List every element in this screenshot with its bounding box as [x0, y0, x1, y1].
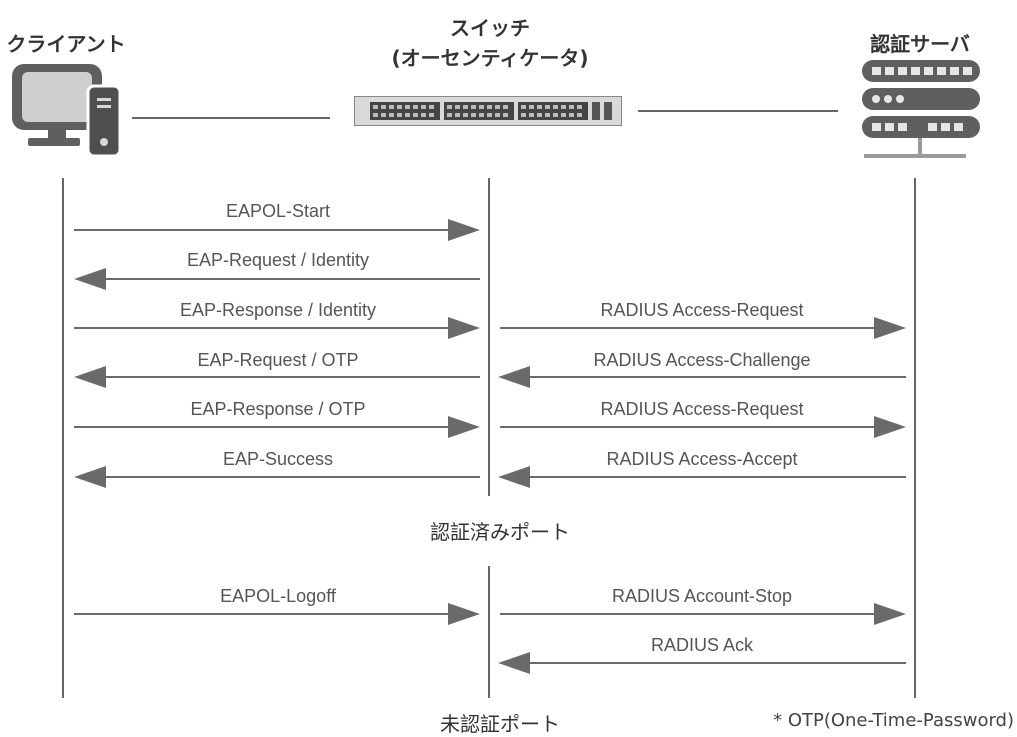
message-label: EAP-Success [222, 449, 334, 469]
client-switch-link [132, 117, 330, 119]
message-arrow [74, 268, 480, 290]
message-arrow [74, 416, 480, 438]
message-label: EAP-Response / Identity [179, 300, 377, 320]
unauthorized-port-label: 未認証ポート [440, 712, 560, 736]
message-label: RADIUS Access-Request [600, 399, 804, 419]
message-arrow [74, 466, 480, 488]
message-arrow [500, 317, 906, 339]
client-lifeline [62, 178, 64, 698]
message-arrow [500, 603, 906, 625]
message-label: RADIUS Ack [650, 635, 754, 655]
switch-lifeline-upper [488, 178, 490, 496]
server-icon [862, 60, 980, 158]
switch-server-link [638, 110, 838, 112]
message-label: RADIUS Access-Challenge [593, 350, 811, 370]
server-lifeline [914, 178, 916, 698]
message-label: RADIUS Account-Stop [611, 586, 793, 606]
message-arrow [74, 603, 480, 625]
message-arrow [498, 366, 906, 388]
switch-subtitle: (オーセンティケータ) [391, 46, 589, 70]
message-label: RADIUS Access-Accept [606, 449, 798, 469]
otp-footnote: * OTP(One-Time-Password) [773, 710, 1014, 731]
switch-lifeline-lower [488, 566, 490, 698]
message-arrow [500, 416, 906, 438]
message-arrow [498, 652, 906, 674]
message-arrow [74, 366, 480, 388]
message-arrow [74, 317, 480, 339]
message-label: EAP-Request / Identity [186, 250, 370, 270]
switch-icon [354, 96, 622, 126]
client-title: クライアント [6, 32, 126, 56]
message-label: EAP-Request / OTP [197, 350, 359, 370]
message-arrow [74, 219, 480, 241]
authorized-port-label: 認証済みポート [430, 520, 570, 544]
message-arrow [498, 466, 906, 488]
server-title: 認証サーバ [870, 32, 970, 56]
switch-title: スイッチ [450, 16, 530, 40]
message-label: RADIUS Access-Request [600, 300, 804, 320]
client-pc-icon [12, 64, 122, 158]
message-label: EAPOL-Logoff [220, 586, 336, 606]
message-label: EAP-Response / OTP [190, 399, 366, 419]
message-label: EAPOL-Start [225, 201, 331, 221]
